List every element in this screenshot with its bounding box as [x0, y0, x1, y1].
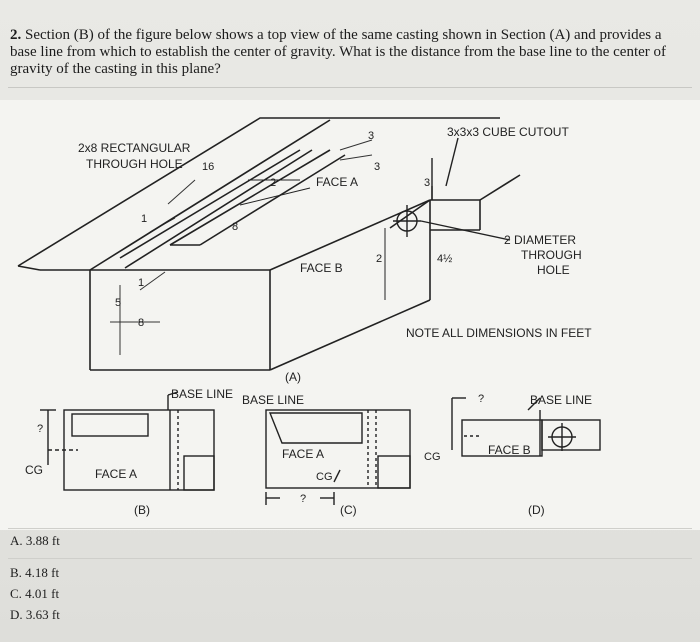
rect-hole-label-2: THROUGH HOLE	[86, 157, 183, 171]
section-c-label: (C)	[340, 503, 357, 517]
base-line-label-b: BASE LINE	[171, 387, 233, 401]
face-a-label-iso: FACE A	[316, 175, 358, 189]
dim-8: 8	[232, 221, 238, 233]
option-c[interactable]: C. 4.01 ft	[10, 586, 60, 601]
diameter-label-2: THROUGH	[521, 248, 582, 262]
dim-3c: 3	[424, 177, 430, 189]
section-b-view	[40, 391, 215, 491]
question-number: 2.	[10, 27, 22, 43]
dim-1b: 1	[138, 277, 144, 289]
option-a[interactable]: A. 3.88 ft	[10, 533, 60, 548]
options-divider-top	[8, 528, 692, 529]
face-a-label-c: FACE A	[282, 447, 324, 461]
section-b-label: (B)	[134, 503, 150, 517]
cube-cutout-label: 3x3x3 CUBE CUTOUT	[447, 125, 569, 139]
cg-label-c: CG	[316, 471, 333, 483]
section-d-label: (D)	[528, 503, 545, 517]
qmark-c: ?	[300, 493, 306, 505]
dim-16: 16	[202, 161, 214, 173]
qmark-b: ?	[37, 423, 43, 435]
face-b-label-d: FACE B	[488, 443, 531, 457]
face-a-label-b: FACE A	[95, 467, 137, 481]
dim-2: 2	[270, 177, 276, 189]
cg-label-d: CG	[424, 451, 441, 463]
divider	[8, 87, 692, 88]
option-b[interactable]: B. 4.18 ft	[10, 565, 60, 580]
isometric-casting	[17, 117, 521, 371]
dim-8b: 8	[138, 317, 144, 329]
options-divider-mid	[8, 558, 692, 559]
cg-label-b: CG	[25, 463, 43, 477]
section-a-label: (A)	[285, 370, 301, 384]
dim-2b: 2	[376, 253, 382, 265]
diameter-label-3: HOLE	[537, 263, 570, 277]
qmark-d: ?	[478, 393, 484, 405]
section-c-view	[265, 409, 411, 505]
rect-hole-label-1: 2x8 RECTANGULAR	[78, 141, 191, 155]
option-d[interactable]: D. 3.63 ft	[10, 607, 60, 622]
casting-figure: 2x8 RECTANGULAR THROUGH HOLE 16 2 FACE A…	[0, 100, 700, 530]
base-line-label-d: BASE LINE	[530, 393, 592, 407]
section-d-view	[451, 397, 601, 457]
question-body: Section (B) of the figure below shows a …	[10, 27, 667, 77]
dim-4half: 4½	[437, 253, 452, 265]
dim-3b: 3	[374, 161, 380, 173]
diameter-label-1: 2 DIAMETER	[504, 233, 576, 247]
base-line-label-c: BASE LINE	[242, 393, 304, 407]
question-text: 2. Section (B) of the figure below shows…	[10, 27, 682, 78]
face-b-label-iso: FACE B	[300, 261, 343, 275]
dim-3a: 3	[368, 130, 374, 142]
dim-5: 5	[115, 297, 121, 309]
dim-1: 1	[141, 213, 147, 225]
note-label: NOTE ALL DIMENSIONS IN FEET	[406, 326, 592, 340]
